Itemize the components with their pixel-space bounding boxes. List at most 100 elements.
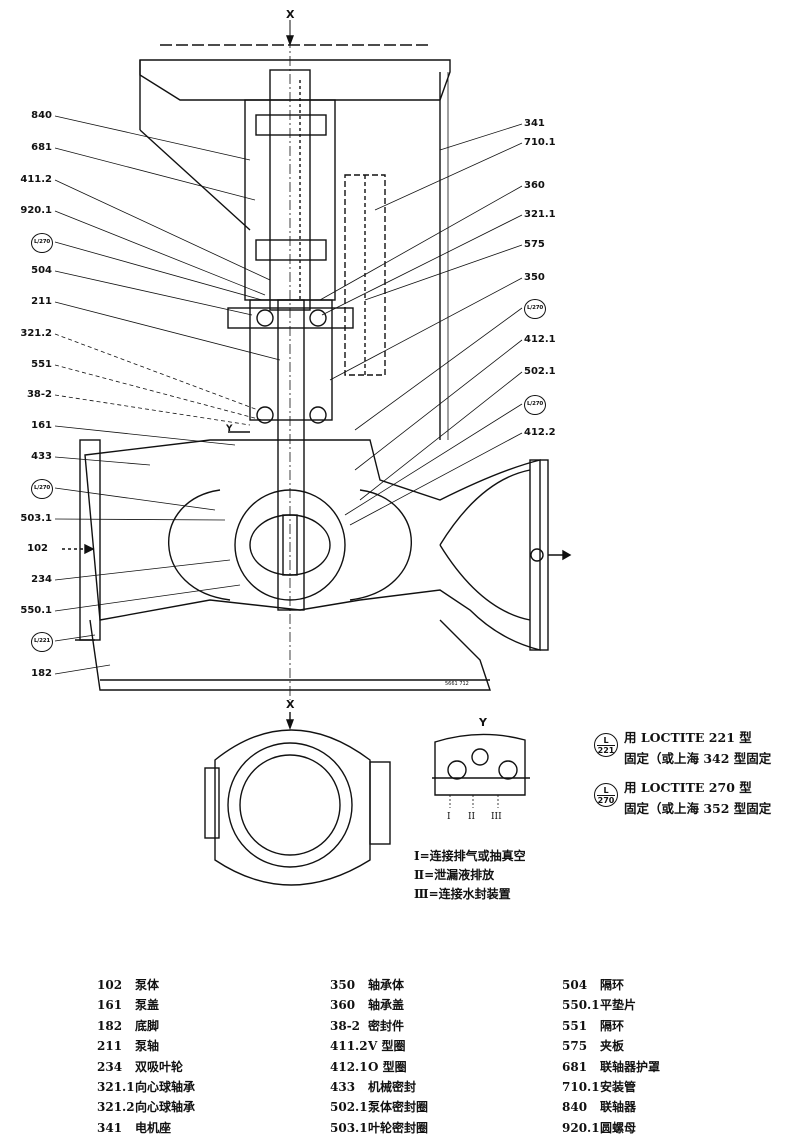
callout-411-2: 411.2 [20, 174, 52, 185]
port-label-i: I [447, 812, 451, 822]
part-number: 211 [97, 1039, 123, 1054]
callout-234: 234 [31, 574, 52, 585]
part-number: 360 [330, 998, 356, 1013]
part-name: 泵体密封圈 [368, 1100, 429, 1115]
parts-list-row: 681 联轴器护罩 [562, 1058, 660, 1075]
part-number: 411.2 [330, 1039, 368, 1054]
callout-710-1: 710.1 [524, 137, 556, 148]
loctite-221-symbol: L/221 [31, 632, 53, 652]
part-number: 321.2 [97, 1100, 135, 1115]
part-number: 433 [330, 1080, 356, 1094]
callout-350: 350 [524, 272, 545, 283]
part-number: 350 [330, 978, 356, 992]
part-number: 575 [562, 1039, 588, 1054]
callout-502-1: 502.1 [524, 366, 556, 377]
part-number: 321.1 [97, 1080, 135, 1094]
part-number: 38-2 [330, 1018, 361, 1033]
part-name: 密封件 [368, 1018, 405, 1033]
part-name: 联轴器护罩 [600, 1059, 661, 1074]
part-name: 隔环 [600, 1018, 625, 1033]
part-name: 轴承盖 [368, 998, 405, 1013]
callout-840: 840 [31, 110, 52, 121]
callout-503-1: 503.1 [20, 513, 52, 524]
part-name: 轴承体 [368, 978, 405, 992]
axis-label-x-top: X [286, 8, 295, 21]
port-note-i: Ⅰ=连接排气或抽真空 [414, 849, 526, 863]
loctite-270-symbol: L/270 [31, 479, 53, 499]
part-name: O 型圈 [368, 1059, 407, 1074]
port-note-ii: Ⅱ=泄漏液排放 [414, 868, 495, 882]
symbol-number: 270 [597, 795, 615, 805]
parts-list-row: 433 机械密封 [330, 1078, 416, 1095]
loctite-270-symbol: L/270 [524, 395, 546, 415]
callout-920-1: 920.1 [20, 205, 52, 216]
part-name: 双吸叶轮 [135, 1059, 184, 1074]
part-number: 412.1 [330, 1059, 368, 1074]
axis-label-y-detail: Y [479, 716, 487, 729]
part-name: 圆螺母 [600, 1120, 637, 1135]
symbol-number: 221 [597, 745, 615, 755]
part-number: 161 [97, 998, 123, 1013]
parts-list-row: 550.1平垫片 [562, 996, 636, 1013]
callout-433: 433 [31, 451, 52, 462]
callout-341: 341 [524, 118, 545, 129]
part-name: 平垫片 [600, 998, 637, 1013]
loctite-221-line2: 固定（或上海 342 型固定 [624, 751, 772, 766]
parts-list-row: 350 轴承体 [330, 976, 404, 993]
parts-list-row: 920.1圆螺母 [562, 1119, 636, 1136]
parts-list-row: 575 夹板 [562, 1037, 624, 1054]
part-name: 隔环 [600, 978, 625, 992]
part-number: 920.1 [562, 1120, 600, 1135]
loctite-270-line2: 固定（或上海 352 型固定 [624, 801, 772, 816]
callout-575: 575 [524, 239, 545, 250]
parts-list-row: 502.1泵体密封圈 [330, 1098, 428, 1115]
part-number: 681 [562, 1059, 588, 1074]
part-number: 102 [97, 978, 123, 992]
part-number: 341 [97, 1120, 123, 1135]
part-name: 安装管 [600, 1080, 637, 1094]
callout-211: 211 [31, 296, 52, 307]
callout-550-1: 550.1 [20, 605, 52, 616]
callout-412-1: 412.1 [524, 334, 556, 345]
part-name: 机械密封 [368, 1080, 417, 1094]
parts-list-row: 38-2 密封件 [330, 1017, 404, 1034]
part-number: 710.1 [562, 1080, 600, 1094]
part-number: 502.1 [330, 1100, 368, 1115]
callout-360: 360 [524, 180, 545, 191]
part-name: 夹板 [600, 1039, 625, 1054]
callout-321-1: 321.1 [524, 209, 556, 220]
parts-list-row: 211 泵轴 [97, 1037, 159, 1054]
part-name: 泵盖 [135, 998, 160, 1013]
symbol-letter: L [603, 786, 609, 795]
parts-list-row: 412.1O 型圈 [330, 1058, 407, 1075]
drawing-number: 5661 712 [445, 681, 469, 687]
part-number: 504 [562, 978, 588, 992]
part-number: 503.1 [330, 1120, 368, 1135]
callout-551: 551 [31, 359, 52, 370]
part-name: 叶轮密封圈 [368, 1120, 429, 1135]
axis-label-y-section: Y [226, 424, 233, 434]
parts-list-row: 341 电机座 [97, 1119, 171, 1136]
part-name: 联轴器 [600, 1100, 637, 1115]
parts-list-row: 503.1叶轮密封圈 [330, 1119, 428, 1136]
callout-681: 681 [31, 142, 52, 153]
part-number: 182 [97, 1018, 123, 1033]
parts-list-row: 321.1向心球轴承 [97, 1078, 195, 1095]
callout-161: 161 [31, 420, 52, 431]
parts-list-row: 161 泵盖 [97, 996, 159, 1013]
part-name: 向心球轴承 [135, 1100, 196, 1115]
loctite-221-line1: 用 LOCTITE 221 型 [624, 730, 752, 745]
loctite-270-line1: 用 LOCTITE 270 型 [624, 780, 752, 795]
callout-504: 504 [31, 265, 52, 276]
part-name: 电机座 [135, 1120, 172, 1135]
part-name: 泵轴 [135, 1039, 160, 1054]
symbol-letter: L [603, 736, 609, 745]
